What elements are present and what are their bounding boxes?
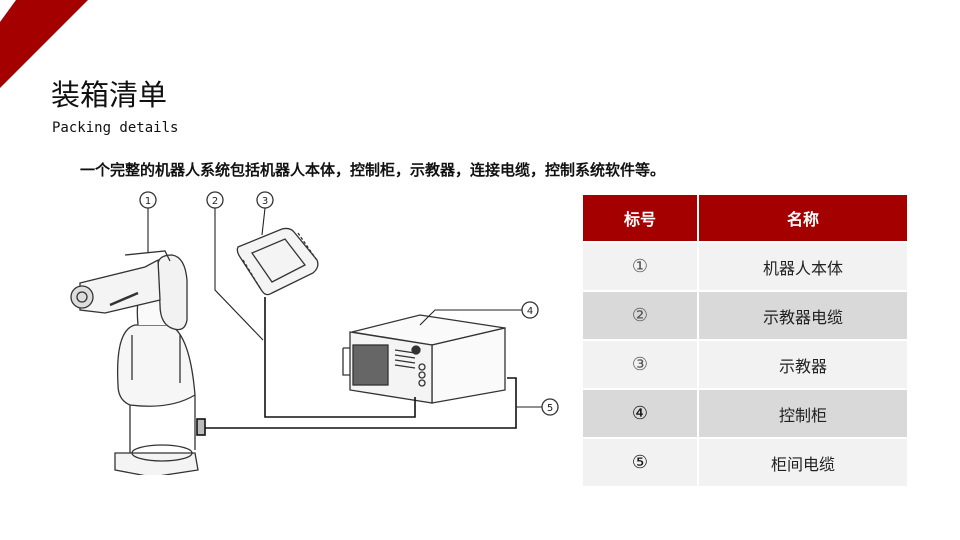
callout-3: 3 <box>256 191 274 209</box>
callout-1: 1 <box>139 191 157 209</box>
svg-text:3: 3 <box>262 196 268 207</box>
row-number: ② <box>583 290 699 340</box>
row-number: ① <box>583 241 699 291</box>
row-name: 机器人本体 <box>698 241 909 291</box>
row-number: ④ <box>583 388 699 438</box>
svg-text:4: 4 <box>527 306 533 317</box>
cables <box>196 297 517 436</box>
row-name: 示教器电缆 <box>698 290 909 340</box>
header-number: 标号 <box>583 195 699 242</box>
row-name: 示教器 <box>698 339 909 389</box>
page-subtitle: Packing details <box>52 120 179 136</box>
row-name: 控制柜 <box>698 388 909 438</box>
page-title: 装箱清单 <box>51 78 168 112</box>
robot-system-diagram: 1 2 3 4 5 <box>70 191 559 475</box>
row-number: ⑤ <box>583 437 699 486</box>
svg-text:2: 2 <box>212 196 218 207</box>
leader-lines <box>147 207 542 408</box>
controller-illustration <box>342 314 506 404</box>
robot-body-illustration <box>70 250 199 475</box>
svg-text:5: 5 <box>547 403 553 414</box>
svg-text:1: 1 <box>145 196 151 207</box>
callout-4: 4 <box>521 301 539 319</box>
table-header-row: 标号 名称 <box>583 195 909 242</box>
callout-5: 5 <box>541 398 559 416</box>
corner-decoration <box>0 0 88 88</box>
intro-text: 一个完整的机器人系统包括机器人本体，控制柜，示教器，连接电缆，控制系统软件等。 <box>80 161 666 179</box>
header-name: 名称 <box>698 195 909 242</box>
row-number: ③ <box>583 339 699 389</box>
callout-2: 2 <box>206 191 224 209</box>
row-name: 柜间电缆 <box>698 437 909 486</box>
teach-pendant-illustration <box>236 227 319 296</box>
